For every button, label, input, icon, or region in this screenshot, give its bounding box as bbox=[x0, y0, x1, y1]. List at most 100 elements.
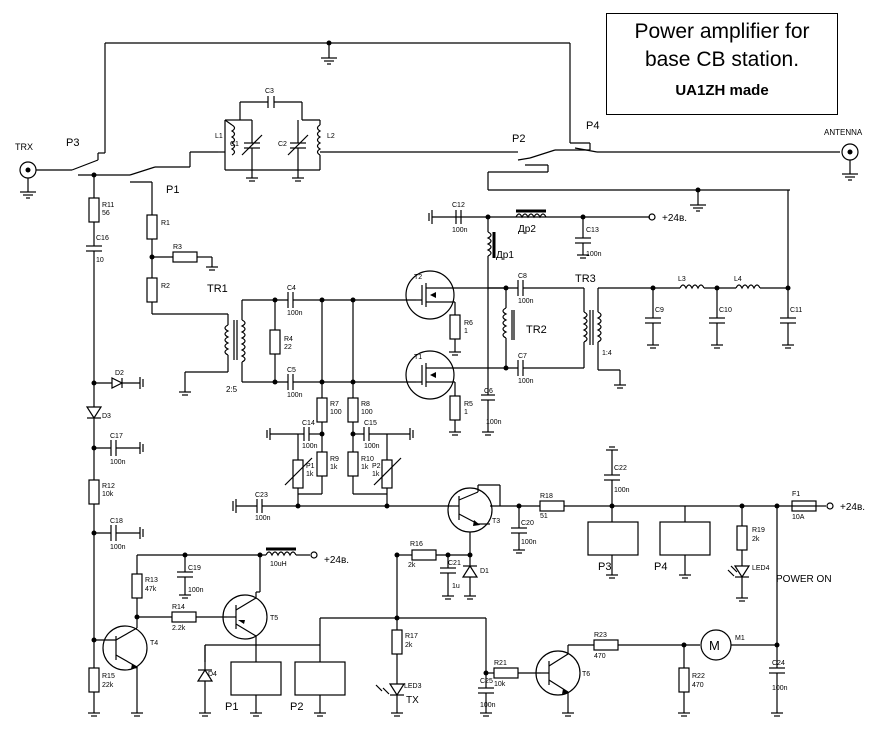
p4-coil-label: P4 bbox=[654, 561, 667, 573]
r23-label: R23 bbox=[594, 632, 607, 639]
r22-resistor bbox=[678, 667, 690, 693]
d1-label: D1 bbox=[480, 568, 489, 575]
c7-label: C7 bbox=[518, 353, 527, 360]
r9-value: 1k bbox=[330, 464, 338, 471]
c22-value: 100n bbox=[614, 487, 630, 494]
r7-label: R7 bbox=[330, 401, 339, 408]
title-line-1: Power amplifier for bbox=[634, 20, 810, 43]
tr3-transformer bbox=[582, 288, 626, 389]
r5-value: 1 bbox=[464, 409, 468, 416]
t5-label: T5 bbox=[270, 615, 278, 622]
r14-label: R14 bbox=[172, 604, 185, 611]
tr1-ratio: 2:5 bbox=[226, 385, 238, 394]
r23-value: 470 bbox=[594, 653, 606, 660]
r8-value: 100 bbox=[361, 409, 373, 416]
r11-resistor bbox=[88, 197, 100, 223]
c8-value: 100n bbox=[518, 298, 534, 305]
r9-resistor bbox=[316, 451, 328, 477]
p2pot-value: 1k bbox=[372, 471, 380, 478]
p3-switch bbox=[71, 43, 106, 176]
p3-label: P3 bbox=[66, 137, 79, 149]
r16-resistor bbox=[411, 549, 437, 561]
t3-transistor bbox=[447, 484, 501, 555]
c15-label: C15 bbox=[364, 420, 377, 427]
r4-label: R4 bbox=[284, 336, 293, 343]
c20-value: 100n bbox=[521, 539, 537, 546]
l4-label: L4 bbox=[734, 276, 742, 283]
c13-label: C13 bbox=[586, 227, 599, 234]
dr1-label: Др1 bbox=[496, 250, 514, 261]
r10-resistor bbox=[347, 451, 359, 477]
r5-label: R5 bbox=[464, 401, 473, 408]
t1-transistor bbox=[405, 350, 460, 400]
r3-resistor bbox=[172, 251, 198, 263]
r13-label: R13 bbox=[145, 577, 158, 584]
d3-label: D3 bbox=[102, 413, 111, 420]
c21-value: 1u bbox=[452, 583, 460, 590]
c2-label: C2 bbox=[278, 141, 287, 148]
title-line-2: base CB station. bbox=[644, 48, 800, 71]
f1-value: 10A bbox=[792, 514, 805, 521]
m1-motor: M bbox=[700, 629, 732, 661]
c8-label: C8 bbox=[518, 273, 527, 280]
c23-value: 100n bbox=[255, 515, 271, 522]
r7-value: 100 bbox=[330, 409, 342, 416]
r4-value: 22 bbox=[284, 344, 292, 351]
c24-value: 100n bbox=[772, 685, 788, 692]
c9-label: C9 bbox=[655, 307, 664, 314]
r2-resistor bbox=[146, 277, 158, 303]
c4-label: C4 bbox=[287, 285, 296, 292]
c7-value: 100n bbox=[518, 378, 534, 385]
p2-potentiometer bbox=[381, 459, 393, 489]
c18-label: C18 bbox=[110, 518, 123, 525]
r1-label: R1 bbox=[161, 220, 170, 227]
r13-resistor bbox=[131, 573, 143, 599]
p2pot-label: P2 bbox=[372, 463, 381, 470]
c24-label: C24 bbox=[772, 660, 785, 667]
antenna-connector bbox=[841, 143, 859, 181]
supply-3: +24в. bbox=[840, 502, 865, 513]
t1-label: T1 bbox=[414, 354, 422, 361]
c22-label: C22 bbox=[614, 465, 627, 472]
d1-diode bbox=[461, 564, 479, 578]
input-filter bbox=[218, 96, 510, 182]
r19-label: R19 bbox=[752, 527, 765, 534]
r16-value: 2k bbox=[408, 562, 416, 569]
antenna-label: ANTENNA bbox=[824, 128, 863, 137]
c5-label: C5 bbox=[287, 367, 296, 374]
trx-connector bbox=[19, 161, 72, 199]
c1-label: C1 bbox=[230, 141, 239, 148]
p4-relay-coil bbox=[659, 521, 711, 556]
t5-transistor bbox=[222, 555, 268, 662]
r16-label: R16 bbox=[410, 541, 423, 548]
motor-m-letter: M bbox=[709, 638, 720, 653]
p2-switch bbox=[487, 143, 790, 191]
d4-label: D4 bbox=[208, 671, 217, 678]
p1-label: P1 bbox=[166, 184, 179, 196]
r15-label: R15 bbox=[102, 673, 115, 680]
c17-label: C17 bbox=[110, 433, 123, 440]
title-line-3: UA1ZH made bbox=[675, 82, 769, 99]
tr1-transformer bbox=[179, 300, 246, 396]
c19-label: C19 bbox=[188, 565, 201, 572]
f1-label: F1 bbox=[792, 491, 800, 498]
trx-label: TRX bbox=[15, 142, 33, 152]
r23-resistor bbox=[593, 639, 619, 651]
c14-label: C14 bbox=[302, 420, 315, 427]
p1-potentiometer bbox=[292, 459, 304, 489]
c10-label: C10 bbox=[719, 307, 732, 314]
r4-resistor bbox=[269, 329, 281, 355]
c16-label: C16 bbox=[96, 235, 109, 242]
p1-relay-coil bbox=[230, 661, 282, 696]
r11-label: R11 bbox=[102, 202, 114, 209]
tr3-label: TR3 bbox=[575, 273, 596, 285]
c13-value: 100n bbox=[586, 251, 602, 258]
r22-label: R22 bbox=[692, 673, 705, 680]
t2-transistor bbox=[405, 270, 460, 320]
l2-label: L2 bbox=[327, 133, 335, 140]
led4-label: LED4 bbox=[752, 565, 770, 572]
r19-resistor bbox=[736, 525, 748, 551]
r5-resistor bbox=[449, 395, 461, 421]
r18-value: 51 bbox=[540, 513, 548, 520]
